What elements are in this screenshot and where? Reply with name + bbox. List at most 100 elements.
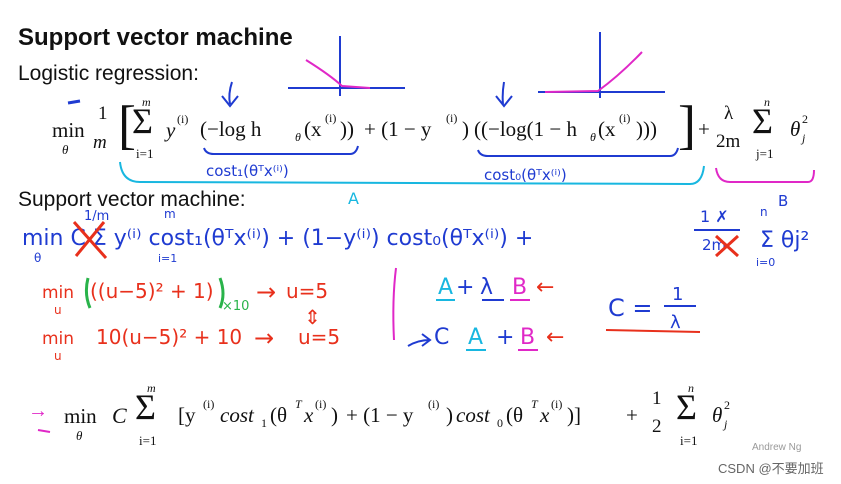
tradeoff-expressions: A + λ B ← C A + B ← — [407, 275, 564, 351]
final-plus: + — [626, 403, 638, 427]
arrow-down-cost1 — [221, 81, 239, 108]
eq1-theta-sub: θ — [295, 130, 301, 144]
final-sum-top: m — [147, 381, 156, 395]
final-min-sub: θ — [76, 428, 83, 443]
final-cost1-sub: 1 — [261, 416, 267, 430]
eq1-plus-one-minus-y: + (1 − y — [364, 117, 432, 141]
ex2-result: u=5 — [298, 325, 340, 349]
eq1-bracket-close: ] — [678, 95, 696, 155]
c-num: 1 — [672, 284, 683, 305]
slide-title: Support vector machine — [18, 24, 293, 51]
final-sum2-top: n — [688, 381, 694, 395]
eq1-theta-j-sub: j — [802, 131, 806, 145]
cost0-brace — [477, 147, 679, 157]
svm-line-text: min C Σ y⁽ⁱ⁾ cost₁(θᵀx⁽ⁱ⁾) + (1−y⁽ⁱ⁾) co… — [22, 226, 533, 251]
equivalence-arrows: ⇕ — [304, 305, 321, 329]
final-sum2-bot: i=1 — [680, 433, 698, 448]
c-den: λ — [670, 312, 681, 333]
tradeoff-A: A — [438, 275, 453, 300]
tick-mark — [67, 99, 81, 105]
eq1-close2: ))) — [636, 117, 657, 141]
eq1-theta-j-sup: 2 — [802, 112, 808, 126]
svm-reg-sum: Σ θj² — [760, 228, 809, 253]
final-close-bracket: )] — [567, 403, 581, 427]
arrow-down-cost0 — [495, 81, 513, 108]
final-y-sup2: (i) — [428, 397, 440, 411]
final-paren2: ) — [446, 403, 453, 427]
svm-cross-2 — [74, 221, 106, 257]
cost1-plot-sketch — [288, 36, 405, 96]
A-label: A — [348, 189, 359, 208]
ex1-green-parens — [84, 277, 225, 309]
final-x-sup: (i) — [315, 397, 327, 411]
final-x2: x — [540, 403, 550, 427]
ex2-min: min — [42, 329, 74, 349]
ex1-sub: u — [54, 303, 62, 317]
eq1-sum-bot: i=1 — [136, 146, 154, 161]
ex1-times: ×10 — [222, 299, 249, 314]
example-1: min u ((u−5)² + 1) ×10 → u=5 — [42, 277, 328, 317]
final-y-sup: (i) — [203, 397, 215, 411]
eq1-neg-log-h: (−log h — [200, 117, 262, 141]
logistic-heading: Logistic regression: — [18, 62, 199, 85]
eq1-x2: (x — [598, 117, 616, 141]
final-theta-j-sub: j — [724, 417, 728, 431]
eq1-paren: ) — [462, 117, 469, 141]
eq1-bracket-open: [ — [118, 95, 136, 155]
tradeoff-arrow-2: ← — [546, 325, 564, 350]
csdn-watermark: CSDN @不要加班 — [718, 461, 824, 476]
tradeoff-C: C — [434, 325, 449, 350]
svm-heading: Support vector machine: — [18, 188, 246, 211]
tradeoff-B: B — [512, 275, 527, 300]
ex1-min: min — [42, 283, 74, 303]
ex1-arrow: → — [256, 278, 276, 306]
eq1-y-sup2: (i) — [446, 111, 458, 125]
final-sup-T: T — [295, 397, 302, 411]
ex1-result: u=5 — [286, 279, 328, 303]
final-theta-t-x: (θ — [270, 403, 288, 427]
eq1-sum2-bot: j=1 — [756, 146, 774, 161]
final-open: [y — [178, 403, 196, 427]
eq1-theta-sub2: θ — [590, 130, 596, 144]
final-sup-T2: T — [531, 397, 538, 411]
eq1-neg-log-one-minus-h: ((−log(1 − h — [474, 117, 578, 141]
A-brace — [119, 161, 705, 186]
eq1-two-m: 2m — [716, 131, 741, 152]
svm-line-sum-top: m — [164, 207, 176, 221]
eq1-sigma2: Σ — [752, 101, 773, 141]
eq1-theta-j: θ — [790, 117, 801, 141]
final-sigma: Σ — [135, 387, 156, 427]
final-C: C — [112, 403, 127, 428]
final-plus-one-minus-y: + (1 − y — [346, 403, 414, 427]
cost1-brace — [203, 145, 359, 155]
svm-line-sum-bot: i=1 — [158, 252, 177, 265]
eq1-frac-den: m — [93, 132, 107, 153]
eq1-x-sup: (i) — [325, 111, 337, 125]
tradeoff-lambda: λ — [480, 275, 493, 300]
final-cost1: cost — [220, 403, 254, 427]
eq1-sigma: Σ — [132, 101, 153, 141]
svm-reg-sum-bot: i=0 — [756, 256, 775, 269]
eq1-close: )) — [340, 117, 354, 141]
handwritten-divider — [392, 267, 397, 341]
final-half-num: 1 — [652, 388, 662, 409]
final-theta-t-x2: (θ — [506, 403, 524, 427]
B-brace — [715, 167, 815, 183]
c-underline — [605, 329, 701, 333]
eq1-sum-top: m — [142, 95, 151, 109]
author-credit: Andrew Ng — [752, 442, 802, 453]
svm-reg-sum-top: n — [760, 205, 768, 219]
final-mark — [37, 429, 51, 433]
final-cost0: cost — [456, 403, 490, 427]
eq1-frac-num: 1 — [98, 103, 108, 124]
cost0-plot-sketch — [538, 32, 665, 98]
tradeoff-plus: + — [456, 275, 474, 300]
ex1-expr: ((u−5)² + 1) — [90, 279, 214, 303]
final-close-paren: ) — [331, 403, 338, 427]
eq1-x: (x — [304, 117, 322, 141]
cost1-label: cost₁(θᵀx⁽ⁱ⁾) — [206, 162, 289, 180]
final-x: x — [304, 403, 314, 427]
c-eq-text: C = — [608, 294, 653, 322]
svm-reg-cross-2 — [714, 234, 740, 258]
